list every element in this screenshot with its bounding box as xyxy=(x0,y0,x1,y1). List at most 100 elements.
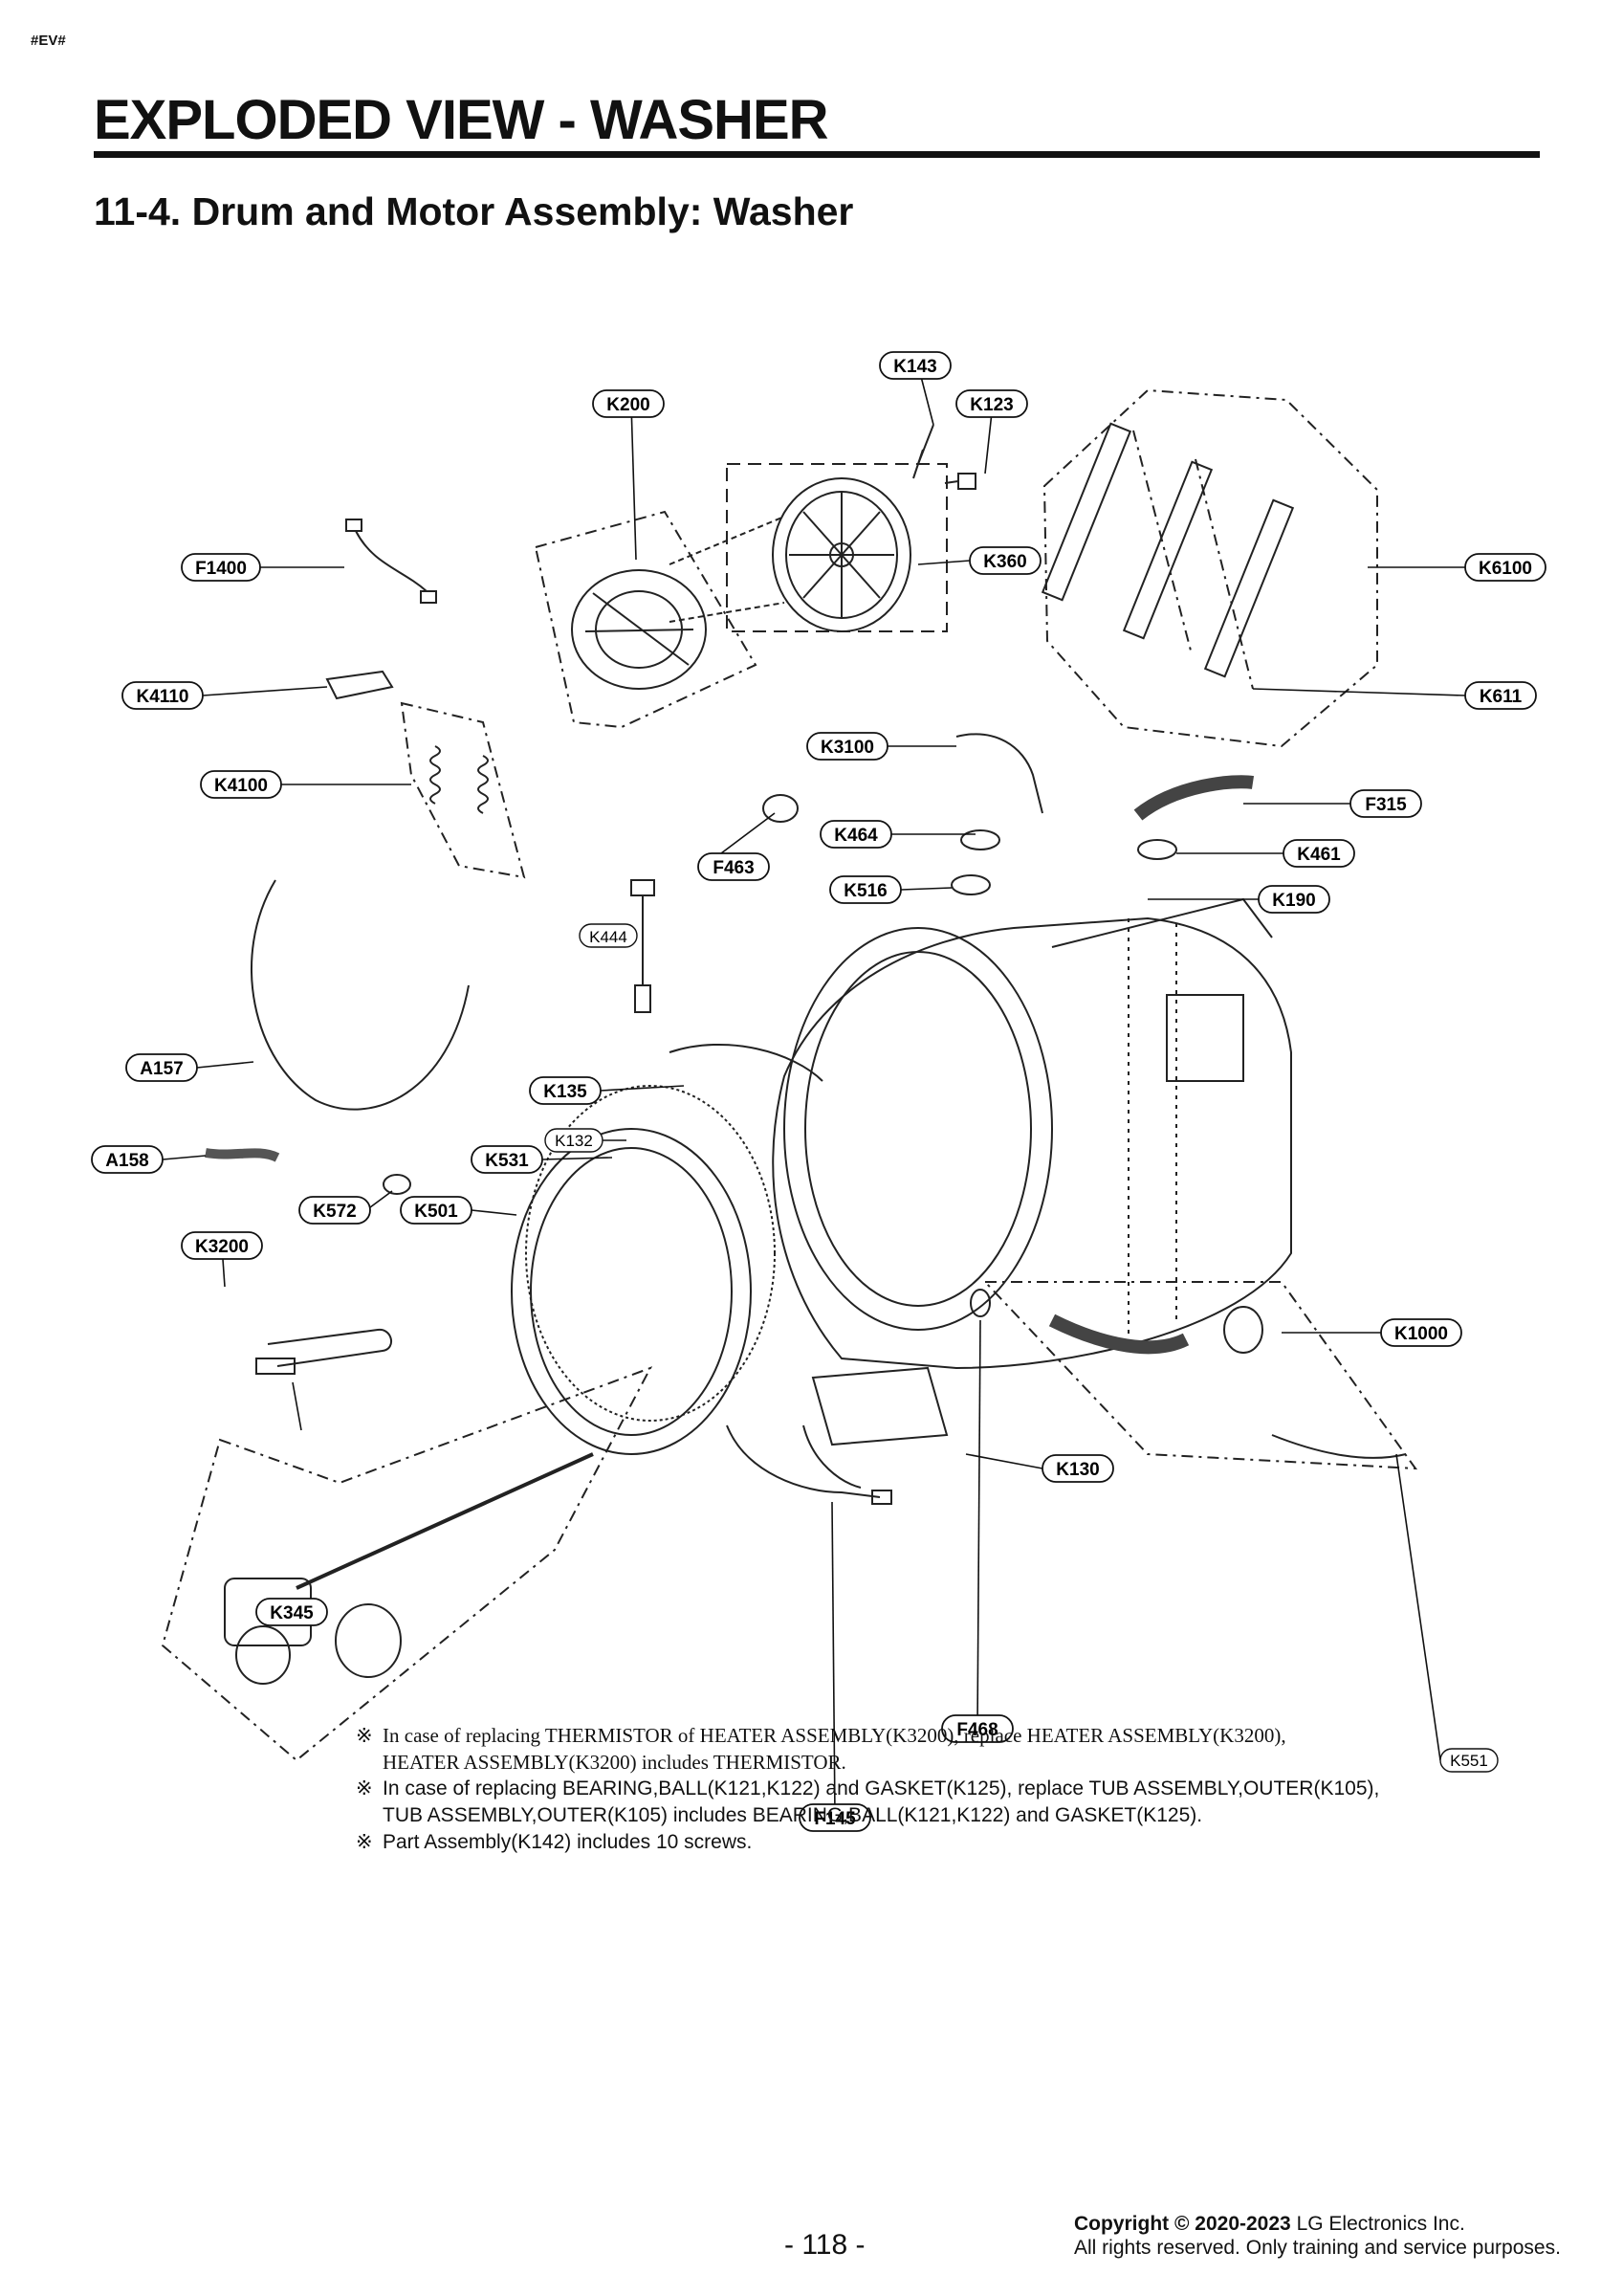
svg-text:K572: K572 xyxy=(313,1202,356,1222)
svg-text:K611: K611 xyxy=(1480,687,1523,707)
gasket-part xyxy=(1137,839,1177,860)
copyright-line-1: Copyright © 2020-2023 LG Electronics Inc… xyxy=(1074,2213,1465,2235)
svg-text:K345: K345 xyxy=(270,1603,314,1623)
callout-A157: A157 xyxy=(125,1053,198,1082)
callout-K516: K516 xyxy=(829,875,902,904)
exploded-view-diagram: K143 K123 K200 K360 K6100 F1400 K611 K41… xyxy=(91,351,1546,1832)
damper-group xyxy=(1041,388,1378,748)
svg-text:K531: K531 xyxy=(485,1151,529,1171)
svg-text:F1400: F1400 xyxy=(195,559,247,579)
callout-F1400: F1400 xyxy=(181,553,261,582)
svg-text:A158: A158 xyxy=(105,1151,148,1171)
leader-lines xyxy=(162,364,1466,1819)
svg-text:K190: K190 xyxy=(1272,891,1315,911)
callout-F315: F315 xyxy=(1349,789,1422,818)
callout-K4100: K4100 xyxy=(200,770,282,799)
svg-text:K461: K461 xyxy=(1297,845,1341,865)
svg-text:F468: F468 xyxy=(956,1720,998,1740)
drain-hose-group xyxy=(970,1281,1418,1470)
callout-K143: K143 xyxy=(879,351,952,380)
svg-text:K551: K551 xyxy=(1450,1752,1488,1770)
svg-text:K135: K135 xyxy=(543,1082,587,1102)
document-tag: #EV# xyxy=(31,33,66,49)
callout-K501: K501 xyxy=(400,1196,472,1225)
callout-K135: K135 xyxy=(529,1076,602,1105)
svg-text:F463: F463 xyxy=(713,858,754,878)
callout-F145: F145 xyxy=(799,1803,871,1832)
svg-text:K132: K132 xyxy=(555,1132,593,1150)
callout-K572: K572 xyxy=(298,1196,371,1225)
svg-text:K464: K464 xyxy=(834,826,878,846)
sensor-part xyxy=(630,879,655,1013)
svg-text:K130: K130 xyxy=(1056,1460,1099,1480)
callouts: K143 K123 K200 K360 K6100 F1400 K611 K41… xyxy=(91,351,1546,1832)
clip-part xyxy=(325,670,394,700)
hose-part xyxy=(955,733,1043,814)
title-divider xyxy=(94,151,1540,158)
callout-K531: K531 xyxy=(471,1145,543,1174)
stator-part xyxy=(571,569,707,690)
callout-K345: K345 xyxy=(255,1598,328,1626)
callout-K123: K123 xyxy=(955,389,1028,418)
svg-text:K143: K143 xyxy=(893,357,936,377)
springs-group xyxy=(400,701,526,879)
callout-K130: K130 xyxy=(1042,1454,1114,1483)
callout-K444: K444 xyxy=(579,923,638,948)
note-1-line-2: HEATER ASSEMBLY(K3200) includes THERMIST… xyxy=(383,1751,846,1774)
callout-K611: K611 xyxy=(1464,681,1537,710)
door-gasket-part xyxy=(511,1085,776,1455)
callout-K4110: K4110 xyxy=(121,681,204,710)
bolt-part xyxy=(912,424,976,490)
callout-K3200: K3200 xyxy=(181,1231,263,1260)
note-1-line-1: ※In case of replacing THERMISTOR of HEAT… xyxy=(356,1724,1286,1747)
note-3: ※Part Assembly(K142) includes 10 screws. xyxy=(356,1831,753,1853)
motor-assembly-group xyxy=(534,463,948,729)
page-number: - 118 - xyxy=(784,2229,866,2261)
bellows-part xyxy=(1133,775,1255,821)
callout-K360: K360 xyxy=(969,546,1042,575)
svg-text:K1000: K1000 xyxy=(1394,1324,1448,1344)
svg-text:F145: F145 xyxy=(814,1809,856,1829)
pump-group xyxy=(161,1366,653,1762)
callout-K132: K132 xyxy=(544,1128,603,1153)
copyright-line-2: All rights reserved. Only training and s… xyxy=(1074,2237,1561,2259)
wire-harness-lower-part xyxy=(726,1424,892,1505)
callout-F463: F463 xyxy=(697,852,770,881)
callout-K6100: K6100 xyxy=(1464,553,1546,582)
callout-K190: K190 xyxy=(1258,885,1330,914)
notes-block: ※In case of replacing THERMISTOR of HEAT… xyxy=(356,1722,1542,1856)
callout-K200: K200 xyxy=(592,389,665,418)
seal-part xyxy=(951,874,991,895)
svg-text:K200: K200 xyxy=(606,395,649,415)
wire-harness-part xyxy=(345,519,437,604)
page-title: EXPLODED VIEW - WASHER xyxy=(94,89,829,151)
wire-loop-part xyxy=(251,879,470,1111)
hose-small-part xyxy=(205,1148,280,1162)
valve-part xyxy=(383,1174,411,1195)
svg-text:K6100: K6100 xyxy=(1479,559,1532,579)
callout-K461: K461 xyxy=(1283,839,1355,868)
gasket-part xyxy=(960,829,1000,850)
section-title: 11-4. Drum and Motor Assembly: Washer xyxy=(94,189,854,233)
svg-text:K3100: K3100 xyxy=(821,738,874,758)
copyright-notice: Copyright © 2020-2023 LG Electronics Inc… xyxy=(1074,2212,1561,2260)
heater-part xyxy=(255,1328,392,1375)
callout-K3100: K3100 xyxy=(806,732,888,761)
callout-K551: K551 xyxy=(1439,1748,1499,1773)
callout-K464: K464 xyxy=(820,820,892,849)
svg-text:A157: A157 xyxy=(140,1059,183,1079)
svg-text:K444: K444 xyxy=(589,928,627,946)
note-2-line-1: ※In case of replacing BEARING,BALL(K121,… xyxy=(356,1777,1380,1799)
callout-A158: A158 xyxy=(91,1145,164,1174)
rotor-part xyxy=(669,477,911,632)
svg-text:K516: K516 xyxy=(844,881,887,901)
clamp-part xyxy=(762,794,799,823)
svg-text:K4100: K4100 xyxy=(214,776,268,796)
svg-text:K501: K501 xyxy=(414,1202,458,1222)
svg-text:K360: K360 xyxy=(983,552,1026,572)
callout-F468: F468 xyxy=(941,1714,1014,1743)
callout-K1000: K1000 xyxy=(1380,1318,1462,1347)
svg-text:F315: F315 xyxy=(1365,795,1407,815)
svg-text:K3200: K3200 xyxy=(195,1237,249,1257)
note-2-line-2: TUB ASSEMBLY,OUTER(K105) includes BEARIN… xyxy=(383,1804,1203,1826)
